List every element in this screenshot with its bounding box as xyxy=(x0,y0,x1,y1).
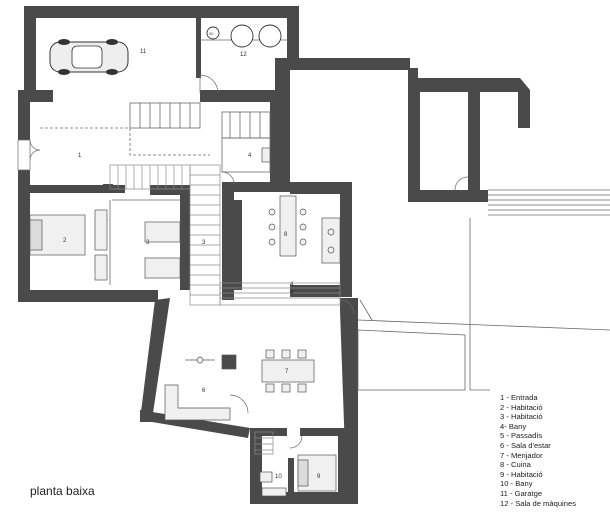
room-number-living: 6 xyxy=(202,388,206,394)
car-icon xyxy=(49,39,129,75)
legend-item: 3 - Habitació xyxy=(500,412,543,422)
main-stair xyxy=(109,164,341,455)
room-number-kitchen: 8 xyxy=(284,232,288,238)
room-number-corridor: 3 xyxy=(202,240,206,246)
room-number-bathroom-b: 10 xyxy=(275,474,282,480)
legend-item: 7 - Menjador xyxy=(500,450,543,460)
interior-lines xyxy=(40,39,610,391)
furniture xyxy=(29,147,341,497)
room-number-machine-room: 12 xyxy=(240,52,247,58)
legend-item: 6 - Sala d'estar xyxy=(500,440,551,450)
room-number-bathroom-a: 4 xyxy=(248,153,252,159)
legend-item: 5 - Passadís xyxy=(500,431,543,441)
room-number-bedroom-c: 9 xyxy=(317,474,321,480)
legend-item: 11 - Garatge xyxy=(500,488,543,498)
room-number-bedroom-b: 3 xyxy=(146,240,150,246)
room-number-stair-down: 4 xyxy=(290,290,294,296)
legend-item: 1 - Entrada xyxy=(500,393,538,402)
plan-title: planta baixa xyxy=(30,484,95,498)
room-number-garage: 11 xyxy=(140,49,147,55)
machine-tanks xyxy=(206,24,282,48)
legend-item: 12 - Sala de màquines xyxy=(500,498,576,508)
doors xyxy=(17,74,469,449)
room-number-dining: 7 xyxy=(285,369,289,375)
room-number-entrance: 1 xyxy=(78,153,82,159)
room-number-machine-tank: 00 xyxy=(209,31,214,36)
legend-item: 8 - Cuina xyxy=(500,460,531,470)
room-number-stair-up: 4 xyxy=(290,282,294,288)
room-number-bedroom-a: 2 xyxy=(63,238,67,244)
legend-item: 4- Bany xyxy=(500,421,527,431)
room-numbers: 11 12 00 1 2 3 3 4 8 4 4 7 6 10 9 xyxy=(63,31,321,480)
legend-item: 10 - Bany xyxy=(500,479,533,489)
legend-item: 2 - Habitació xyxy=(500,402,543,412)
legend-item: 9 - Habitació xyxy=(500,469,543,479)
